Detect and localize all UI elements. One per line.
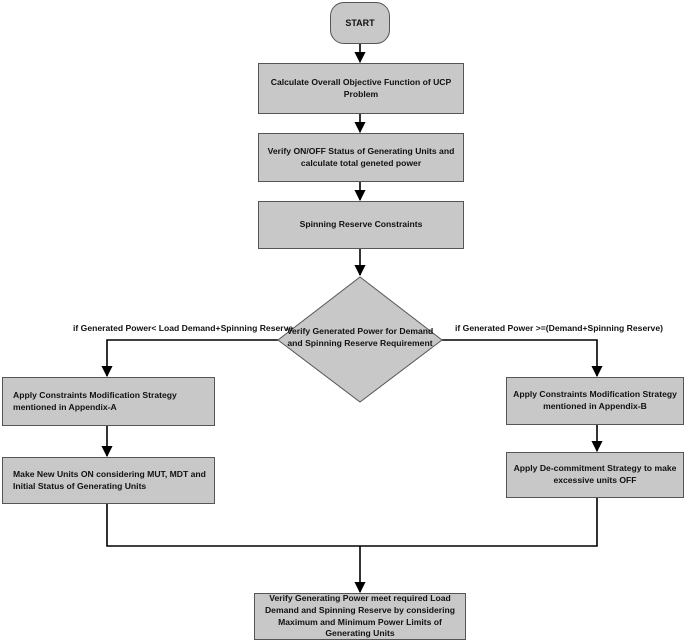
- decision-diamond: [277, 276, 443, 403]
- right-branch-condition: if Generated Power >=(Demand+Spinning Re…: [455, 323, 663, 333]
- start-node: START: [330, 2, 390, 44]
- arrow-decision-right: [442, 339, 603, 378]
- merge-left: [106, 504, 360, 547]
- merge-right: [360, 498, 598, 547]
- verify-status-step: Verify ON/OFF Status of Generating Units…: [258, 133, 464, 182]
- new-units-on-step: Make New Units ON considering MUT, MDT a…: [2, 457, 215, 504]
- objective-function-step: Calculate Overall Objective Function of …: [258, 63, 464, 114]
- decommitment-step: Apply De-commitment Strategy to make exc…: [506, 452, 684, 498]
- arrow-decision-left: [101, 339, 278, 378]
- appendix-b-step: Apply Constraints Modification Strategy …: [506, 377, 684, 425]
- left-branch-condition: if Generated Power< Load Demand+Spinning…: [73, 323, 294, 333]
- appendix-a-step: Apply Constraints Modification Strategy …: [2, 377, 215, 426]
- spinning-reserve-step: Spinning Reserve Constraints: [258, 201, 464, 249]
- decision-label: Verify Generated Power for Demand and Sp…: [286, 326, 434, 348]
- final-verification-step: Verify Generating Power meet required Lo…: [254, 593, 466, 640]
